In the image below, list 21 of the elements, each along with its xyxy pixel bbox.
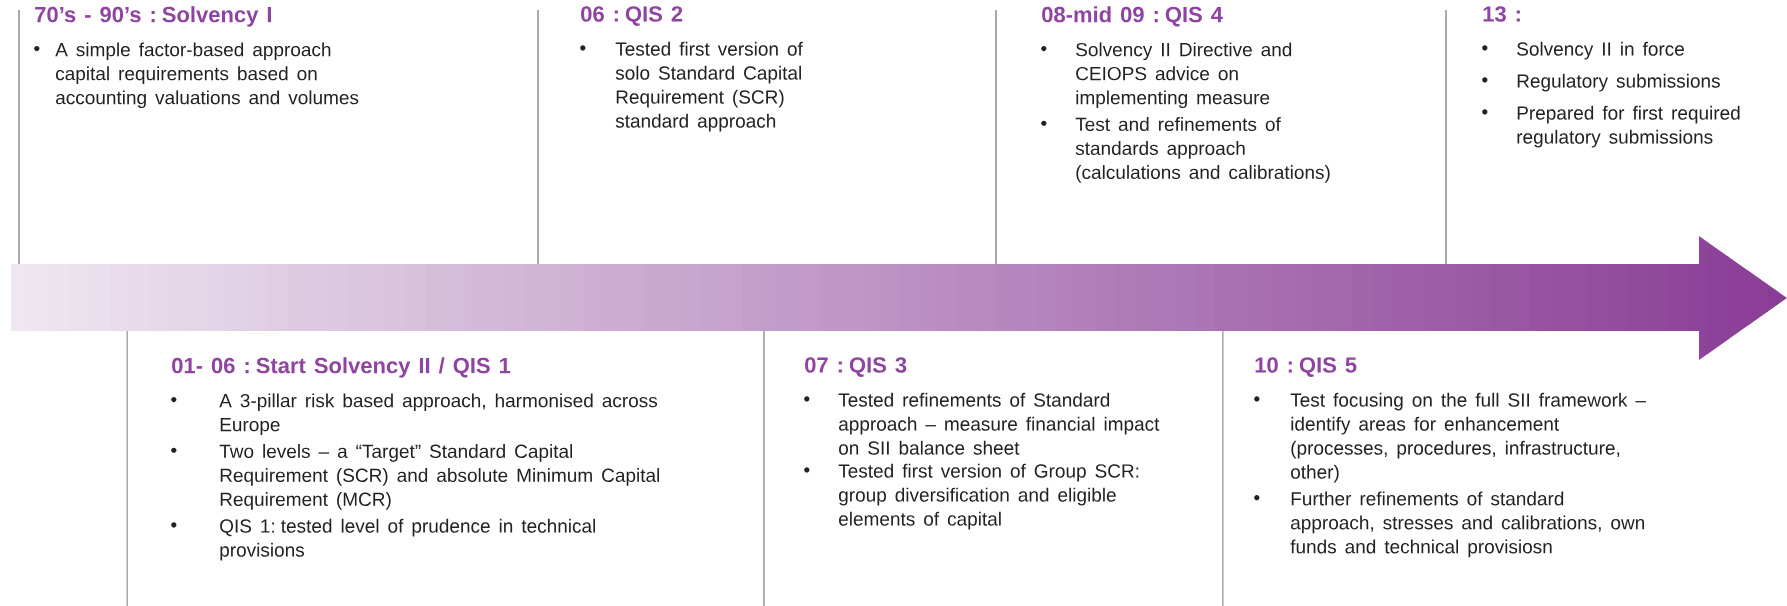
bullet-text: Tested first version of solo Standard Capital Requirement (SCR) standard approach	[615, 41, 803, 132]
milestone-heading: 13 :	[1483, 6, 1520, 22]
milestone-heading: 08-mid 09 : QIS 4	[1042, 6, 1223, 27]
bullet-text: Solvency II in force	[1517, 41, 1684, 60]
bullet-text: Solvency II Directive and CEIOPS advice on implementing measure	[1076, 42, 1292, 109]
milestone-heading: 07 : QIS 3	[805, 357, 907, 377]
bullet-text: A 3-pillar risk based approach, harmonised across Europe	[219, 393, 658, 436]
bullet-text: QIS 1: tested level of prudence in technical provisions	[220, 518, 596, 561]
milestone-heading: 10 : QIS 5	[1255, 357, 1357, 377]
bullet-text: Tested refinements of Standard approach – measure financial impact on SII balance sheet	[838, 392, 1160, 455]
bullet-text: Tested first version of Group SCR: group diversification and eligible elements of capital	[838, 463, 1139, 530]
bullet-text: Test and refinements of standards approach (calculations and calibrations)	[1075, 117, 1330, 183]
bullet-text: Two levels – a “Target” Standard Capital Requirement (SCR) and absolute Minimum Capital Requirement (MCR)	[219, 444, 659, 510]
milestone-heading: 06 : QIS 2	[581, 6, 683, 26]
bullet-text: Test focusing on the full SII framework – identify areas for enhancement (processes, procedures, infrastructure, other)	[1290, 392, 1646, 483]
bullet-text: Prepared for first required regulatory submissions	[1517, 105, 1740, 148]
milestone-heading: 70’s - 90’s : Solvency I	[35, 6, 271, 27]
bullet-text: Regulatory submissions	[1517, 73, 1720, 92]
milestone-heading: 01- 06 : Start Solvency II / QIS 1	[172, 357, 511, 378]
bullet-text: A simple factor-based approach capital requirements based on accounting valuations and volumes	[55, 42, 359, 109]
bullet-text: Further refinements of standard approach, stresses and calibrations, own funds and technical provisiosn	[1290, 491, 1645, 558]
